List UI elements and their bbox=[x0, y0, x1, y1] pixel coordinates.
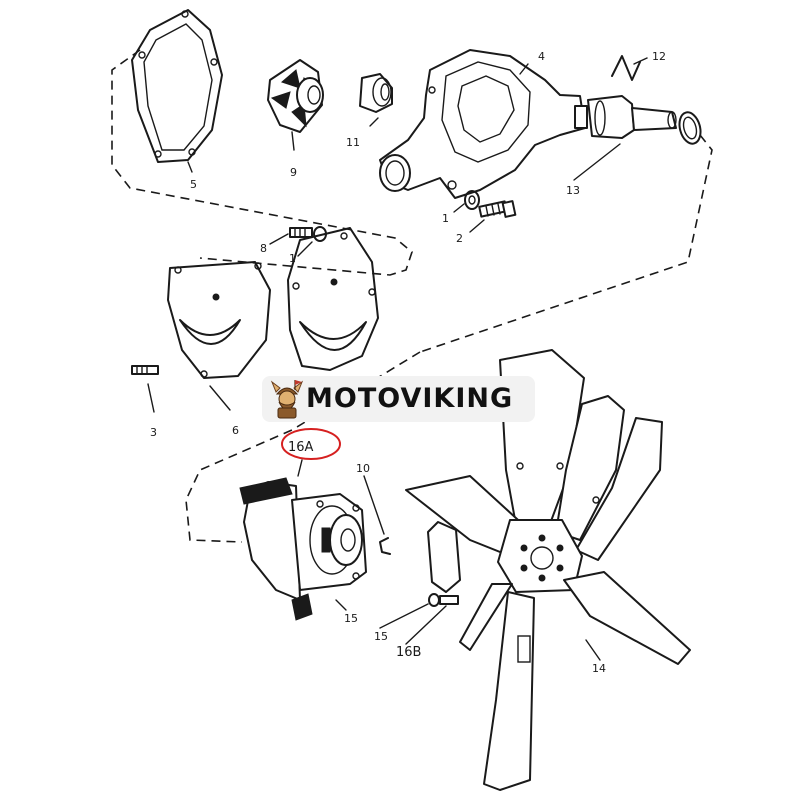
part-6-cover-plate-left bbox=[167, 261, 271, 379]
part-15-washer bbox=[428, 593, 440, 607]
part-12-clip bbox=[611, 55, 641, 81]
callout-16a: 16A bbox=[288, 440, 314, 455]
callout-10: 10 bbox=[356, 462, 370, 475]
leader-lines bbox=[147, 57, 648, 661]
callout-4: 4 bbox=[538, 50, 545, 63]
highlight-circle bbox=[281, 428, 341, 460]
part-3-stud bbox=[131, 365, 159, 375]
part-4-pump-body bbox=[379, 49, 586, 199]
callout-15-fan: 15 bbox=[374, 630, 388, 643]
callout-1-middle: 1 bbox=[289, 252, 296, 265]
part-13-shaft-bearing bbox=[574, 95, 677, 139]
part-6-cover-plate-right bbox=[287, 227, 379, 371]
callout-1-upper: 1 bbox=[442, 212, 449, 225]
part-16a-pump-assembly bbox=[239, 477, 367, 621]
part-5-gasket bbox=[131, 9, 223, 163]
callout-11: 11 bbox=[346, 136, 360, 149]
part-13-o-ring bbox=[678, 111, 702, 145]
part-10-clip-ring bbox=[379, 537, 391, 555]
brand-watermark-text: MOTOVIKING bbox=[306, 383, 514, 414]
callout-8: 8 bbox=[260, 242, 267, 255]
callout-9: 9 bbox=[290, 166, 297, 179]
callout-16b: 16B bbox=[396, 645, 421, 660]
callout-6: 6 bbox=[232, 424, 239, 437]
callout-5: 5 bbox=[190, 178, 197, 191]
part-11-seal bbox=[359, 73, 393, 113]
part-2-bolt bbox=[478, 200, 517, 218]
part-1-washer bbox=[464, 190, 480, 210]
callout-12: 12 bbox=[652, 50, 666, 63]
viking-logo-icon bbox=[270, 380, 304, 419]
callout-13: 13 bbox=[566, 184, 580, 197]
callout-15-pump: 15 bbox=[344, 612, 358, 625]
callout-2: 2 bbox=[456, 232, 463, 245]
watermark-background bbox=[262, 376, 535, 422]
callout-labels: 1 1 2 3 4 5 6 8 9 10 11 12 13 14 15 15 1… bbox=[150, 50, 666, 675]
part-16b-bolt bbox=[439, 595, 459, 605]
part-8-stud bbox=[289, 227, 313, 238]
part-9-impeller bbox=[267, 59, 324, 133]
part-14-fan bbox=[405, 349, 691, 791]
callout-3: 3 bbox=[150, 426, 157, 439]
callout-14: 14 bbox=[592, 662, 606, 675]
